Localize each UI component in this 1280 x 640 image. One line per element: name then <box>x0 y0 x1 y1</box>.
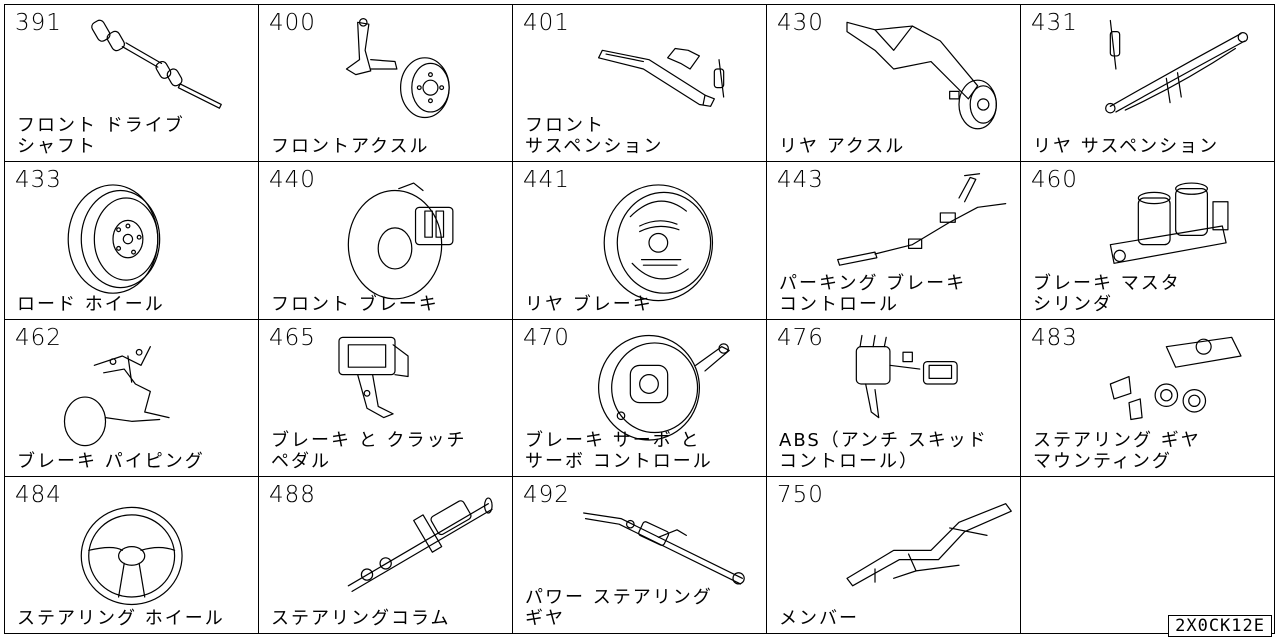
part-cell-460[interactable]: 460 ブレーキ マスタ シリンダ <box>1021 162 1275 320</box>
part-cell-431[interactable]: 431 リヤ サスペンション <box>1021 5 1275 163</box>
part-number: 400 <box>269 10 316 36</box>
parts-index-grid: 391 フロント ドライブ シャフト 400 フロントアクスル 401 フロント サスペン… <box>4 4 1275 634</box>
part-number: 460 <box>1031 167 1078 194</box>
part-label: ステアリングコラム <box>271 608 451 629</box>
part-cell-483[interactable]: 483 ステアリング ギヤ マウンティング <box>1021 319 1275 477</box>
part-number: 465 <box>269 324 316 351</box>
front-suspension-icon <box>563 13 763 125</box>
part-label: ステアリング ギヤ マウンティング <box>1033 429 1201 472</box>
part-label: フロント サスペンション <box>525 115 664 158</box>
part-number: 443 <box>777 167 824 194</box>
part-label: ブレーキ と クラッチ ペダル <box>271 429 467 472</box>
part-number: 430 <box>777 10 824 36</box>
part-label: ブレーキ サーボ と サーボ コントロール <box>525 429 713 472</box>
part-cell-462[interactable]: 462 ブレーキ パイピング <box>5 319 259 477</box>
rear-brake-icon <box>563 170 763 302</box>
part-cell-484[interactable]: 484 ステアリング ホイール <box>5 476 259 634</box>
part-label: フロントアクスル <box>271 136 430 158</box>
rear-axle-icon <box>817 13 1017 130</box>
part-label: パーキング ブレーキ コントロール <box>779 272 967 315</box>
part-cell-433[interactable]: 433 ロード ホイール <box>5 162 259 320</box>
part-label: ブレーキ パイピング <box>17 450 205 472</box>
part-cell-470[interactable]: 470 ブレーキ サーボ と サーボ コントロール <box>513 319 767 477</box>
part-cell-443[interactable]: 443 パーキング ブレーキ コントロール <box>767 162 1021 320</box>
empty-cell <box>1021 476 1275 634</box>
diagram-code: 2X0CK12E <box>1168 615 1272 637</box>
steering-column-icon <box>309 485 509 597</box>
part-label: リヤ ブレーキ <box>525 293 653 315</box>
part-label: リヤ サスペンション <box>1033 136 1220 158</box>
part-cell-400[interactable]: 400 フロントアクスル <box>259 5 513 163</box>
abs-unit-icon <box>817 328 1017 440</box>
part-number: 462 <box>15 324 62 351</box>
part-number: 484 <box>15 481 62 508</box>
steering-wheel-icon <box>55 485 255 605</box>
part-label: ステアリング ホイール <box>17 608 225 629</box>
drive-shaft-icon <box>55 13 255 125</box>
part-number: 750 <box>777 481 824 508</box>
part-number: 483 <box>1031 324 1078 351</box>
part-label: パワー ステアリング ギヤ <box>525 587 713 629</box>
part-number: 391 <box>15 10 62 36</box>
part-cell-492[interactable]: 492 パワー ステアリング ギヤ <box>513 476 767 634</box>
part-cell-440[interactable]: 440 フロント ブレーキ <box>259 162 513 320</box>
road-wheel-icon <box>55 170 255 295</box>
part-number: 476 <box>777 324 824 351</box>
power-steering-icon <box>563 485 763 597</box>
brake-piping-icon <box>55 328 255 446</box>
part-label: ABS（アンチ スキッド コントロール） <box>779 429 988 472</box>
part-cell-750[interactable]: 750 メンバー <box>767 476 1021 634</box>
part-label: フロント ブレーキ <box>271 293 439 315</box>
brake-servo-icon <box>563 328 763 441</box>
part-label: リヤ アクスル <box>779 136 906 158</box>
part-label: ブレーキ マスタ シリンダ <box>1033 272 1181 315</box>
part-label: ロード ホイール <box>17 293 165 315</box>
member-frame-icon <box>817 485 1017 597</box>
pedal-icon <box>309 328 509 440</box>
master-cylinder-icon <box>1071 170 1271 282</box>
part-label: メンバー <box>779 608 859 629</box>
front-brake-icon <box>309 170 509 300</box>
part-number: 440 <box>269 167 316 194</box>
part-cell-401[interactable]: 401 フロント サスペンション <box>513 5 767 163</box>
part-number: 470 <box>523 324 570 351</box>
part-number: 492 <box>523 481 570 508</box>
part-number: 433 <box>15 167 62 194</box>
part-number: 431 <box>1031 10 1078 36</box>
part-number: 401 <box>523 10 570 36</box>
front-axle-icon <box>309 13 509 125</box>
part-number: 488 <box>269 481 316 508</box>
part-cell-391[interactable]: 391 フロント ドライブ シャフト <box>5 5 259 163</box>
part-cell-441[interactable]: 441 リヤ ブレーキ <box>513 162 767 320</box>
part-number: 441 <box>523 167 570 194</box>
part-label: フロント ドライブ シャフト <box>17 115 185 158</box>
gear-mounting-icon <box>1071 328 1271 440</box>
part-cell-465[interactable]: 465 ブレーキ と クラッチ ペダル <box>259 319 513 477</box>
parking-brake-icon <box>817 170 1017 282</box>
part-cell-430[interactable]: 430 リヤ アクスル <box>767 5 1021 163</box>
part-cell-488[interactable]: 488 ステアリングコラム <box>259 476 513 634</box>
rear-suspension-icon <box>1071 13 1271 125</box>
